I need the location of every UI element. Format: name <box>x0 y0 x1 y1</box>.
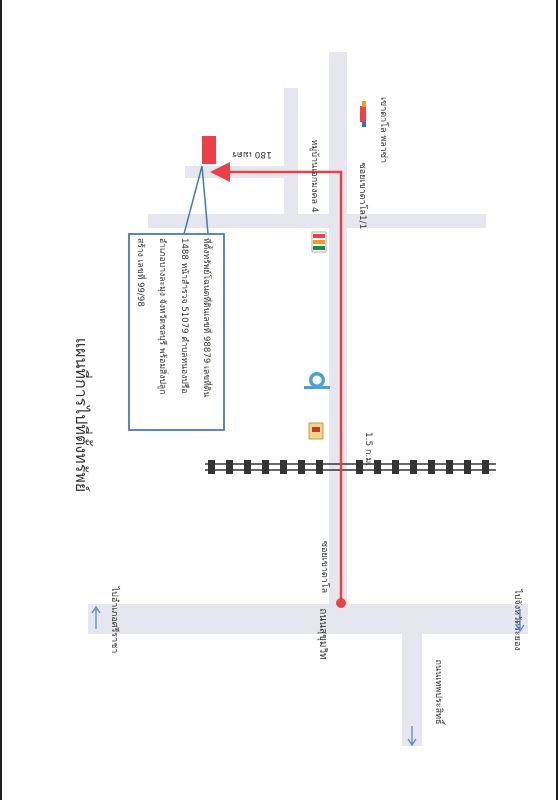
label-to-sriracha: ไปอำเภอศรีราชา <box>109 586 120 654</box>
property-note: ที่ตั้งทรัพย์โฉนดที่ดินเลขที่ 98879 เลขท… <box>135 238 214 397</box>
label-soi-khao-talo: ซอยเขาตาโล <box>319 541 330 593</box>
property-note-line4: สร้าง เลขที่ 99/98 <box>135 238 147 307</box>
callout-pointer <box>183 165 209 235</box>
arrow-to-rayong-icon <box>515 609 525 633</box>
label-village: หมู่บ้านเอกมงคล 4 <box>309 139 320 212</box>
bank-icon <box>304 372 330 389</box>
arrow-down-thep-prasit-icon <box>407 726 417 747</box>
start-point <box>336 598 346 608</box>
label-distance-long: 1.5 ก.ม. <box>363 432 373 466</box>
label-thep-prasit: ถนนเทพประสิทธิ์ <box>433 660 446 727</box>
railway-track <box>205 460 496 474</box>
property-note-line1: ที่ตั้งทรัพย์โฉนดที่ดินเลขที่ 98879 เลขท… <box>201 238 214 397</box>
label-to-rayong: ไปจังหวัดระยอง <box>512 588 523 650</box>
cross-soi-road <box>148 214 486 228</box>
property-note-line3: อำเภอบางละมุง จังหวัดชลบุรี พร้อมสิ่งปลู… <box>157 238 169 394</box>
route-line <box>210 162 343 603</box>
plaza-icon <box>360 101 366 127</box>
property-callout-box <box>128 233 225 431</box>
thep-prasit-road <box>402 634 422 746</box>
seven-eleven-icon <box>311 231 327 253</box>
page-border-left <box>0 0 2 800</box>
property-note-line2: 1488 หน้าสำรวจ 51079 ตำบลหนองปรือ <box>179 238 190 394</box>
label-cross-soi: ซอยเขาตาโล1/1 <box>357 163 368 230</box>
post-office-icon <box>308 422 324 440</box>
map-title: แผนที่การไปที่ตั้งทรัพย์ <box>72 338 93 492</box>
label-distance-short: 180 เมตร <box>232 149 272 159</box>
arrow-to-sriracha-icon <box>91 605 101 629</box>
village-road <box>284 88 298 216</box>
sukhumvit-road <box>88 604 528 634</box>
label-sukhumvit: ถนนสุขุมวิท <box>317 608 328 659</box>
page-border-right <box>556 0 558 800</box>
property-marker <box>202 136 216 164</box>
soi-khao-talo-road <box>329 52 347 614</box>
label-plaza: เขาตาโล พลาซ่า <box>378 97 389 163</box>
